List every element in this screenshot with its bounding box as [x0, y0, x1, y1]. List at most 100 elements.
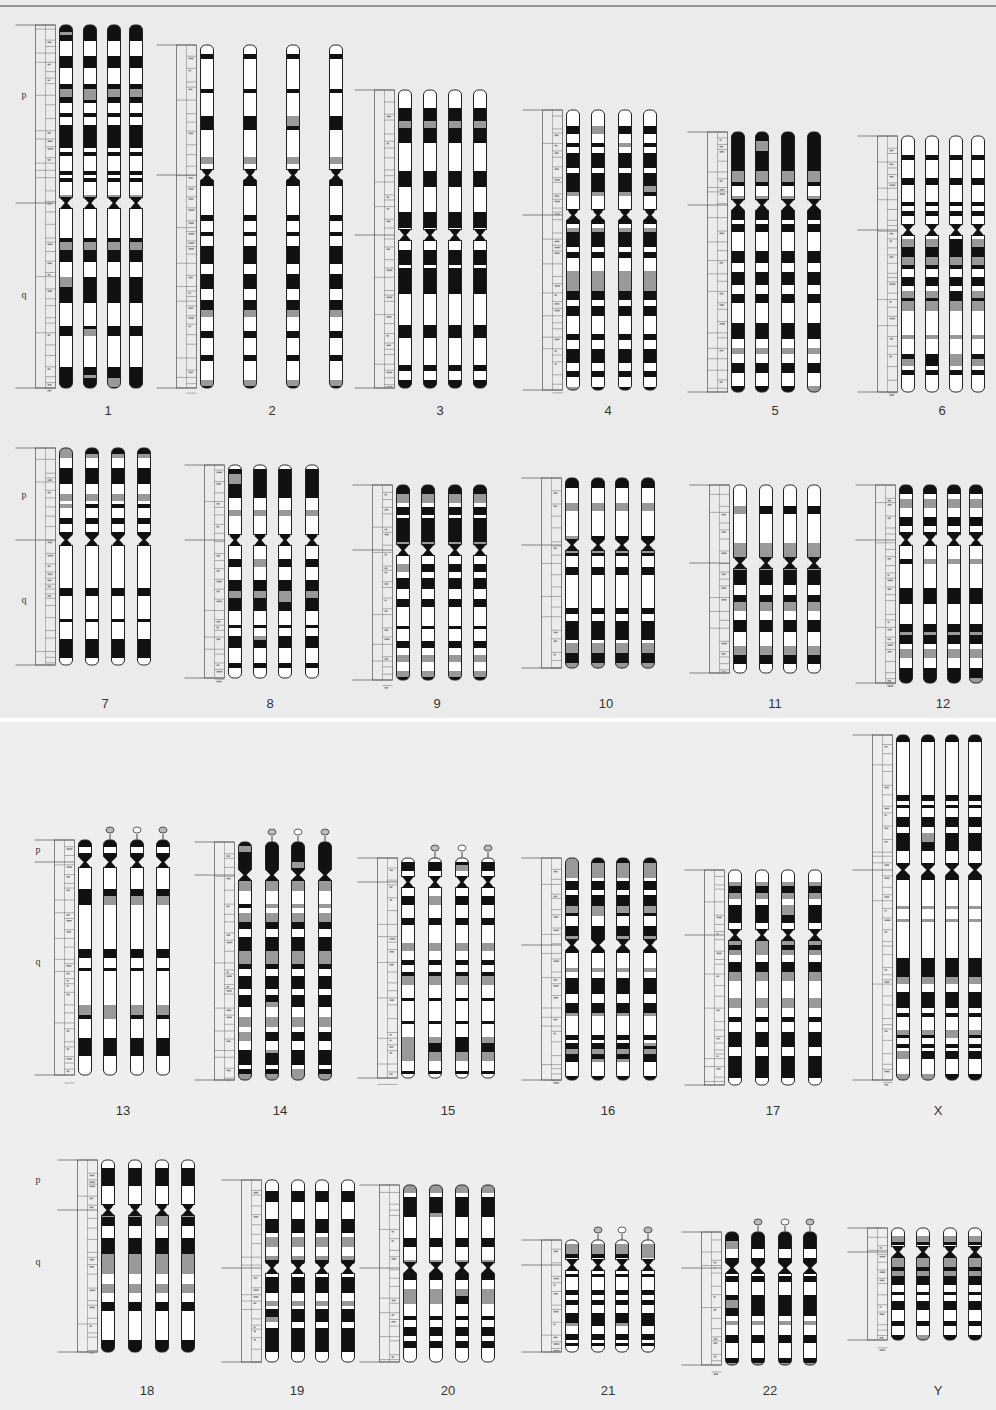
ruler-tick — [46, 40, 56, 41]
centromere-notch — [615, 539, 621, 551]
ruler-mark — [720, 350, 724, 352]
chromosome-band — [424, 171, 437, 177]
ruler-mark — [189, 248, 195, 250]
chromosome-band — [970, 624, 983, 632]
chromosome-outline — [948, 485, 961, 683]
chromosome-band — [902, 291, 915, 298]
chromosome-band — [449, 564, 462, 572]
chromosome-band — [902, 277, 915, 286]
chromosome-band — [926, 291, 939, 298]
ruler-mark — [48, 140, 53, 142]
ruler-tick — [552, 516, 562, 517]
chromosome-band — [424, 250, 437, 253]
chromosome-band — [592, 653, 605, 663]
chromosome-band — [926, 239, 939, 247]
centromere — [79, 856, 92, 868]
panel-border — [0, 5, 996, 7]
chromosome-band — [474, 527, 487, 535]
chromosome-band — [619, 241, 632, 247]
chromosome — [111, 448, 126, 665]
chromosome-band — [926, 202, 939, 206]
ruler-tick — [225, 867, 235, 868]
chromosome-band — [924, 671, 937, 678]
chromosome-band — [808, 151, 821, 161]
chromosome-band — [948, 668, 961, 671]
chromosome-band — [756, 151, 769, 161]
ruler-tick — [383, 566, 393, 567]
chromosome-band — [84, 292, 97, 298]
ruler-boundary — [522, 668, 562, 669]
chromosome-band — [592, 186, 605, 192]
chromosome-band — [616, 503, 629, 511]
ruler-tick — [720, 572, 730, 573]
ruler-tick — [177, 286, 197, 287]
chromosome-band — [902, 257, 915, 265]
ruler-boundary — [355, 90, 395, 91]
chromosome-band — [130, 375, 143, 378]
chromosome-band — [808, 580, 821, 585]
chromosome — [731, 132, 746, 392]
chromosome-band — [287, 331, 300, 338]
centromere-notch — [473, 229, 479, 241]
ruler-tick — [385, 228, 395, 229]
chromosome-band — [756, 330, 769, 335]
centromere — [644, 209, 657, 221]
chromosome-band — [474, 380, 487, 384]
ruler-tick — [718, 309, 728, 310]
chromosome — [85, 448, 100, 665]
ruler-tick — [46, 118, 56, 119]
ruler-frame — [876, 485, 896, 683]
chromosome-band — [592, 643, 605, 653]
chromosome-band — [449, 137, 462, 143]
chromosome-fill — [950, 136, 963, 392]
ruler-tick — [552, 660, 562, 661]
chromosome — [130, 827, 145, 1075]
chromosome-band — [130, 56, 143, 61]
chromosome-band — [130, 61, 143, 68]
chromosome — [156, 827, 171, 1075]
chromosome — [971, 136, 986, 392]
chromosome-band — [972, 277, 985, 286]
chromosome-band — [239, 862, 252, 868]
ruler-tick — [888, 148, 898, 149]
ruler-tick — [383, 627, 393, 628]
band-set — [732, 132, 745, 392]
ruler-tick — [553, 177, 563, 178]
chromosome-band — [306, 510, 319, 516]
chromosome — [899, 485, 914, 683]
chromosome-band — [784, 543, 797, 549]
chromosome-band — [926, 277, 939, 286]
ruler-tick — [553, 212, 563, 213]
chromosome-band — [279, 640, 292, 648]
chromosome-band — [84, 378, 97, 387]
ruler-tick — [383, 570, 393, 571]
ruler-tick — [543, 348, 563, 349]
chromosome — [129, 25, 144, 388]
chromosome-band — [244, 274, 257, 283]
chromosome-band — [60, 367, 73, 375]
chromosome-fill — [784, 485, 797, 673]
chromosome-band — [244, 380, 257, 386]
band-set — [254, 465, 267, 678]
chromosome-band — [902, 211, 915, 216]
chromosome-band — [399, 177, 412, 187]
ruler-tick — [36, 163, 56, 164]
ruler-mark — [888, 622, 890, 624]
centromere-notch — [130, 856, 136, 868]
chromosome-band — [902, 155, 915, 160]
chromosome-band — [567, 228, 580, 232]
chromosome-band — [972, 178, 985, 185]
chromosome-band — [644, 291, 657, 300]
chromosome — [591, 478, 606, 668]
ruler-tick — [888, 281, 898, 282]
ruler-mark — [385, 658, 389, 660]
ruler-mark — [48, 159, 51, 161]
ruler-mark — [888, 580, 893, 582]
chromosome-band — [112, 588, 125, 596]
ruler-mark — [67, 994, 70, 996]
chromosome-band — [924, 624, 937, 632]
centromere — [592, 539, 605, 551]
ruler-tick — [187, 144, 197, 145]
chromosome-band — [157, 1038, 170, 1048]
chromosome-band — [201, 300, 214, 310]
